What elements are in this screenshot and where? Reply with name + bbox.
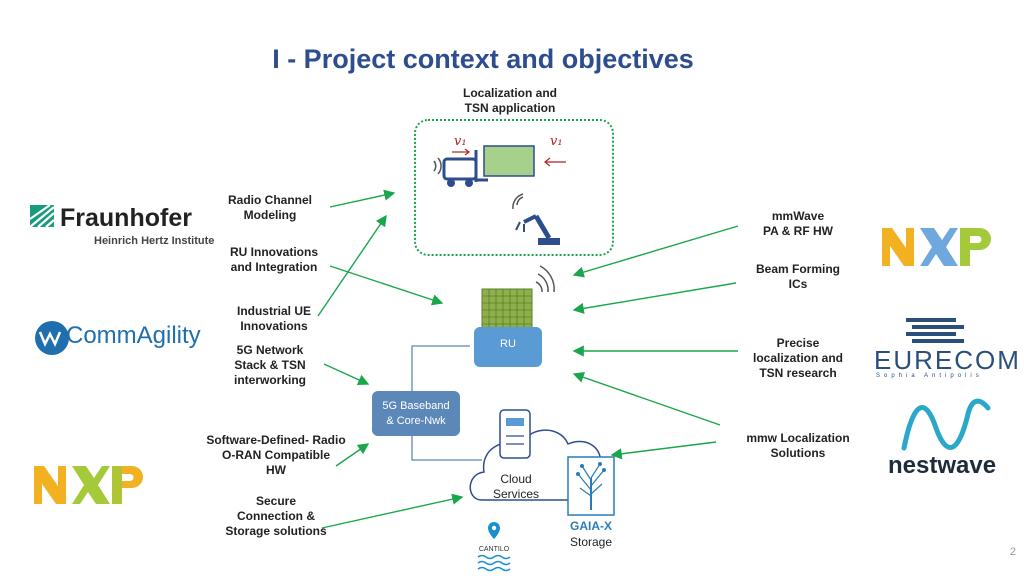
arrow-mmwave: [572, 225, 739, 278]
arrow-radio-channel: [329, 189, 396, 208]
velocity-right-label: v₁: [550, 134, 563, 149]
eurecom-name: EURECOM: [874, 345, 1021, 375]
velocity-left-label: v₁: [454, 134, 467, 149]
contribution-precise-localization: Precise localization and TSN research: [752, 336, 843, 380]
arrow-mmw-solutions: [572, 371, 721, 426]
nxp-right-logo: [882, 228, 991, 266]
arrow-ru-innovations: [329, 265, 444, 306]
baseband-label: 5G Baseband & Core-Nwk: [382, 400, 450, 427]
contribution-beamforming: Beam Forming ICs: [755, 262, 840, 291]
application-box: [414, 119, 614, 256]
contribution-sdr: Software-Defined- Radio O-RAN Compatible…: [206, 433, 346, 477]
eurecom-mark-icon: [906, 318, 964, 343]
arrow-sdr: [335, 443, 370, 467]
contribution-mmwave: mmWave PA & RF HW: [763, 209, 833, 238]
contribution-industrial-ue: Industrial UE Innovations: [236, 304, 311, 333]
fraunhofer-sub: Heinrich Hertz Institute: [94, 235, 215, 247]
nestwave-name: nestwave: [888, 452, 997, 479]
arrow-beamforming: [572, 282, 737, 314]
forklift-icon: [433, 145, 535, 187]
contribution-mmw-localization: mmw Localization Solutions: [746, 431, 850, 460]
storage-label: Storage: [569, 535, 613, 549]
page-title: I - Project context and objectives: [272, 44, 694, 74]
eurecom-sub: Sophia Antipolis: [876, 373, 983, 379]
contribution-ru-innovations: RU Innovations and Integration: [229, 245, 318, 274]
commagility-name: CommAgility: [66, 322, 201, 349]
ru-box: RU: [474, 327, 542, 367]
arrow-5g-stack: [323, 363, 370, 386]
baseband-cloud-link: [411, 436, 482, 461]
arrow-secure-storage: [321, 493, 464, 529]
arrow-mmw-storage: [610, 441, 717, 460]
fraunhofer-name: Fraunhofer: [60, 204, 192, 232]
contribution-5g-stack: 5G Network Stack & TSN interworking: [233, 343, 306, 387]
cloud-services-label: Cloud Services: [492, 472, 539, 501]
arrow-industrial-ue: [317, 214, 387, 317]
ru-baseband-link: [411, 345, 470, 391]
contribution-secure-storage: Secure Connection & Storage solutions: [225, 494, 327, 538]
page-number: 2: [1009, 546, 1016, 558]
antenna-panel-icon: [481, 265, 555, 332]
nxp-left-logo: [34, 466, 143, 504]
contribution-radio-channel: Radio Channel Modeling: [227, 193, 312, 222]
app-label: Localization and TSN application: [462, 86, 557, 115]
cantilo-logo: CANTILO: [477, 522, 511, 572]
baseband-box: 5G Baseband & Core-Nwk: [372, 391, 460, 436]
cantilo-text: CANTILO: [479, 546, 510, 553]
robot-arm-icon: [512, 193, 560, 245]
nestwave-wave-icon: [901, 398, 991, 451]
gaiax-logo: GAIA-X: [567, 456, 615, 533]
gaiax-text: GAIA-X: [570, 519, 612, 533]
